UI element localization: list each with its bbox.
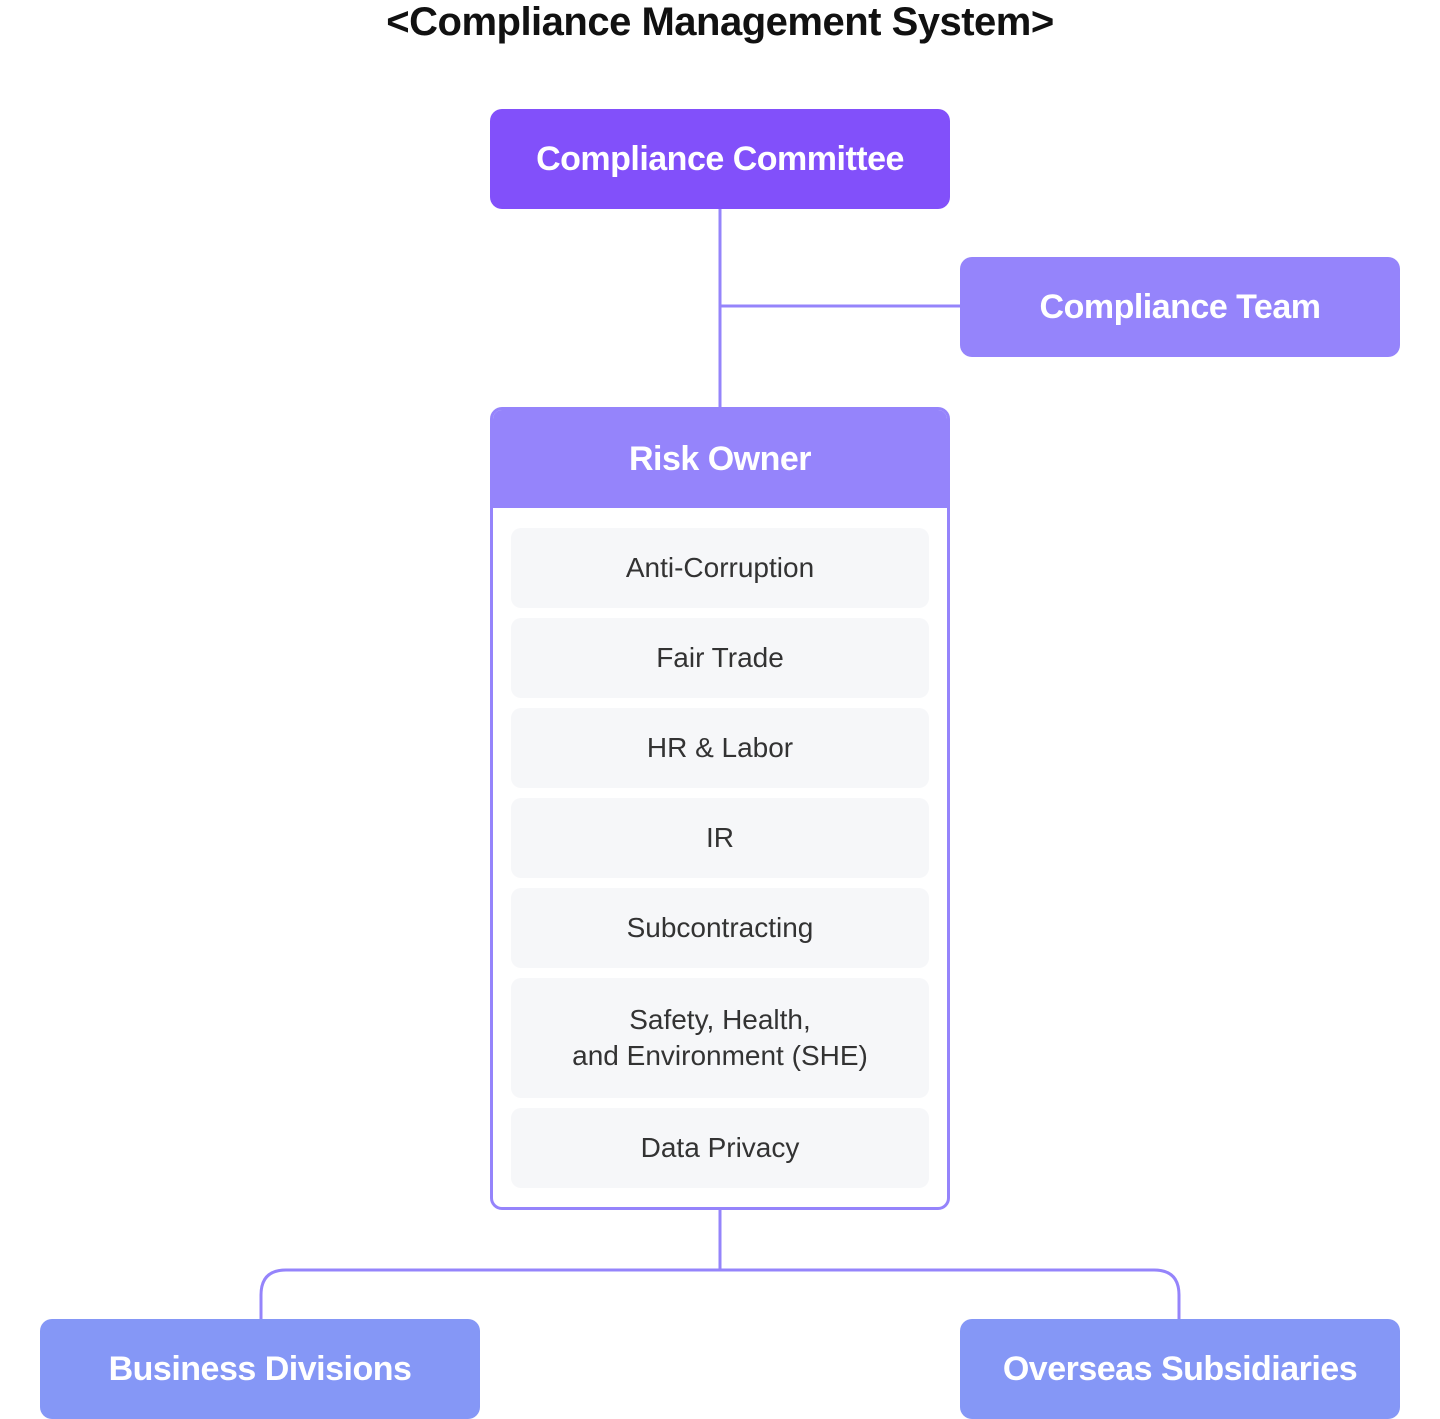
compliance-team-box: Compliance Team xyxy=(960,257,1400,357)
compliance-team-label: Compliance Team xyxy=(1039,287,1321,326)
business-divisions-box: Business Divisions xyxy=(40,1319,480,1419)
risk-item-list: Anti-Corruption Fair Trade HR & Labor IR… xyxy=(511,528,929,1198)
risk-owner-header: Risk Owner xyxy=(493,410,947,508)
page-title: <Compliance Management System> xyxy=(386,0,1054,44)
connector-branch xyxy=(259,1268,1181,1319)
compliance-committee-label: Compliance Committee xyxy=(536,139,904,178)
compliance-committee-box: Compliance Committee xyxy=(490,109,950,209)
risk-item-fair-trade: Fair Trade xyxy=(511,618,929,698)
risk-owner-label: Risk Owner xyxy=(628,439,812,478)
risk-item-hr-labor: HR & Labor xyxy=(511,708,929,788)
risk-item-she: Safety, Health, and Environment (SHE) xyxy=(511,978,929,1098)
risk-item-anti-corruption: Anti-Corruption xyxy=(511,528,929,608)
overseas-subsidiaries-label: Overseas Subsidiaries xyxy=(1002,1349,1358,1388)
risk-item-data-privacy: Data Privacy xyxy=(511,1108,929,1188)
risk-item-ir: IR xyxy=(511,798,929,878)
risk-owner-panel: Risk Owner Anti-Corruption Fair Trade HR… xyxy=(490,407,950,1210)
overseas-subsidiaries-box: Overseas Subsidiaries xyxy=(960,1319,1400,1419)
business-divisions-label: Business Divisions xyxy=(108,1349,412,1388)
risk-item-subcontracting: Subcontracting xyxy=(511,888,929,968)
